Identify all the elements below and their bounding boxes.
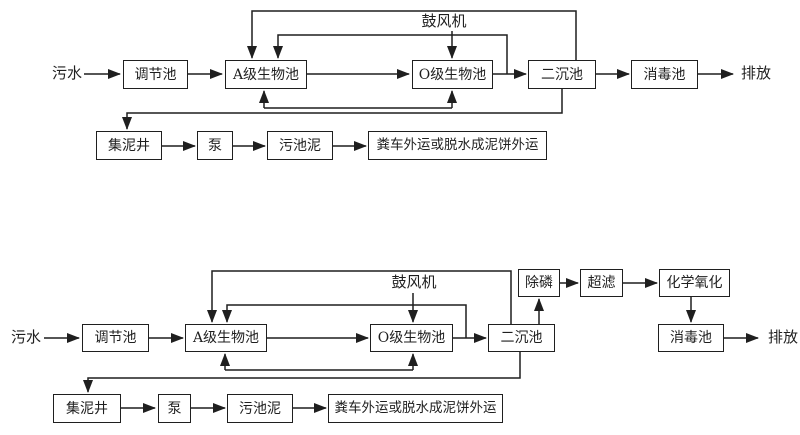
top-blower-label: 鼓风机 xyxy=(421,12,467,30)
top-node-sludge-tank: 污池泥 xyxy=(267,131,333,160)
top-node-pump: 泵 xyxy=(197,131,233,160)
bot-node-regulating-tank: 调节池 xyxy=(82,324,149,352)
top-node-regulating-tank: 调节池 xyxy=(123,60,188,89)
line-bot-sludge xyxy=(83,352,521,393)
line-bot-recycle-1 xyxy=(207,270,512,324)
top-discharge-label: 排放 xyxy=(740,64,771,82)
bot-discharge-label: 排放 xyxy=(767,328,798,346)
top-node-a-bio-tank: A级生物池 xyxy=(225,60,307,89)
bot-node-sludge-disposal: 粪车外运或脱水成泥饼外运 xyxy=(328,394,503,423)
top-node-secondary-clarifier: 二沉池 xyxy=(528,60,596,89)
bot-node-a-bio-tank: A级生物池 xyxy=(185,324,267,352)
bot-node-chemical-oxidation: 化学氧化 xyxy=(659,269,730,297)
bot-node-disinfection-tank: 消毒池 xyxy=(658,324,724,352)
line-top-sludge xyxy=(122,89,563,130)
top-node-sludge-disposal: 粪车外运或脱水成泥饼外运 xyxy=(368,131,547,160)
top-node-sludge-well: 集泥井 xyxy=(96,131,162,160)
top-source-label: 污水 xyxy=(51,64,82,82)
bot-node-phosphorus-removal: 除磷 xyxy=(518,269,560,297)
line-bot-recycle-2 xyxy=(222,304,467,338)
top-node-o-bio-tank: O级生物池 xyxy=(412,60,493,89)
bot-node-secondary-clarifier: 二沉池 xyxy=(488,324,555,352)
line-top-recycle-1 xyxy=(247,10,577,60)
bot-node-o-bio-tank: O级生物池 xyxy=(370,324,453,352)
bot-node-pump: 泵 xyxy=(158,394,191,423)
bot-node-ultrafiltration: 超滤 xyxy=(580,269,623,297)
line-top-recycle-2 xyxy=(273,34,508,74)
bot-node-sludge-tank: 污池泥 xyxy=(227,394,293,423)
top-node-disinfection-tank: 消毒池 xyxy=(631,60,698,89)
bot-source-label: 污水 xyxy=(10,328,41,346)
bot-node-sludge-well: 集泥井 xyxy=(53,394,121,423)
bot-blower-label: 鼓风机 xyxy=(391,273,437,291)
